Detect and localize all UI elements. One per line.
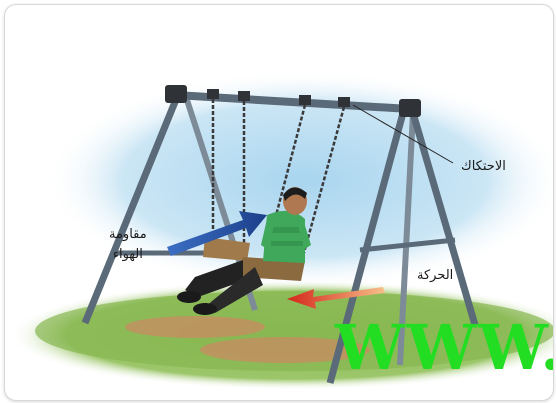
chain-hook xyxy=(338,97,350,107)
watermark-text: WWW. xyxy=(335,311,554,384)
friction-label: الاحتكاك xyxy=(461,159,506,174)
corner-joint-right xyxy=(399,99,421,117)
chain-hook xyxy=(299,95,311,105)
chain-hook xyxy=(207,89,219,99)
motion-label: الحركة xyxy=(417,268,453,283)
chain-hook xyxy=(238,91,250,101)
air-resistance-label: مقاومة الهواء xyxy=(109,225,147,265)
corner-joint-left xyxy=(165,85,187,103)
air-resistance-label-line1: مقاومة xyxy=(109,225,147,245)
diagram-frame: الاحتكاك الحركة مقاومة الهواء WWW. xyxy=(4,4,554,401)
air-resistance-label-line2: الهواء xyxy=(109,245,147,265)
dirt-patch xyxy=(125,316,265,338)
